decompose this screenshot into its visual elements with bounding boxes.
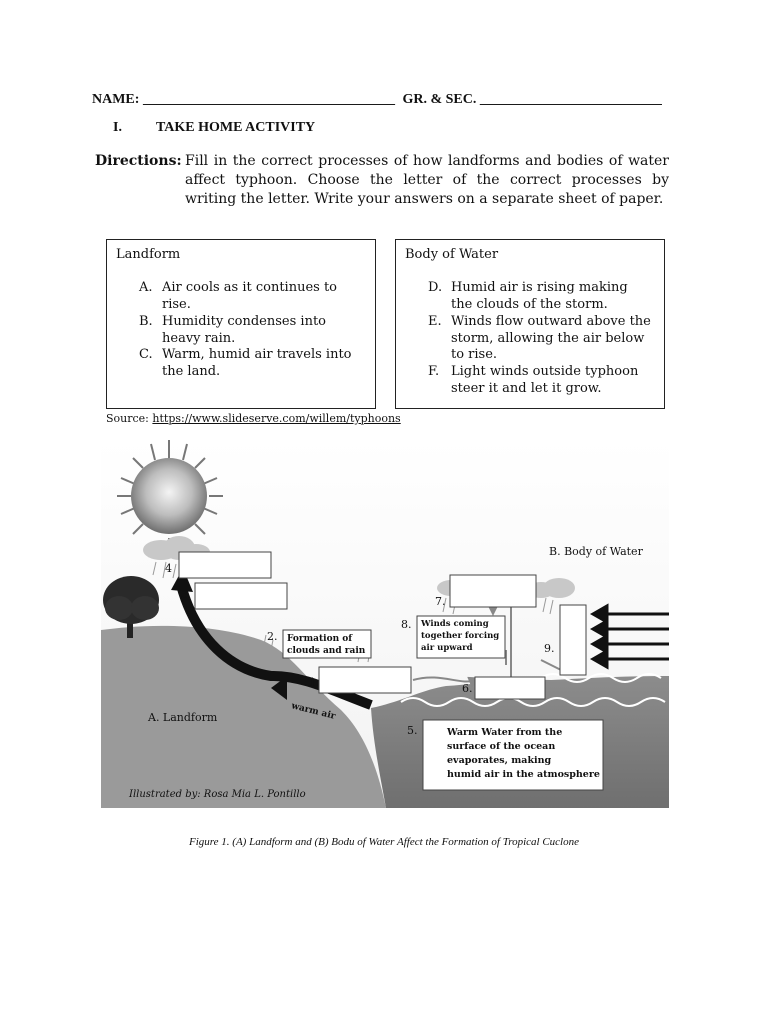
warm-water-text-2: surface of the ocean — [447, 741, 555, 752]
step-number-6: 6. — [462, 682, 473, 695]
activity-heading: I. TAKE HOME ACTIVITY — [113, 120, 315, 136]
name-blank: ____________________________________ — [143, 92, 395, 107]
figure-caption: Figure 1. (A) Landform and (B) Bodu of W… — [0, 836, 768, 848]
landform-box: Landform A. Air cools as it continues to… — [106, 239, 376, 409]
step-number-9: 9. — [544, 642, 555, 655]
warm-water-text-1: Warm Water from the — [446, 727, 562, 738]
answer-box-6 — [475, 677, 545, 699]
landform-box-heading: Landform — [116, 247, 180, 262]
answer-box-1 — [319, 667, 411, 693]
formation-text-2: clouds and rain — [287, 646, 366, 656]
grade-section-blank: __________________________ — [480, 92, 662, 107]
body-of-water-label: B. Body of Water — [549, 545, 644, 558]
winds-text-3: air upward — [421, 643, 473, 653]
directions-text: Fill in the correct processes of how lan… — [185, 152, 669, 209]
activity-number: I. — [113, 120, 122, 135]
answer-box-9 — [560, 605, 586, 675]
landform-label: A. Landform — [147, 711, 218, 724]
name-label: NAME: — [92, 92, 139, 107]
step-number-2: 2. — [267, 630, 278, 643]
warm-water-text-4: humid air in the atmosphere — [447, 769, 600, 780]
name-grade-line: NAME: __________________________________… — [92, 92, 662, 108]
answer-box-4 — [179, 552, 271, 578]
body-of-water-box: Body of Water D. Humid air is rising mak… — [395, 239, 665, 409]
typhoon-diagram: B. Body of Water A. Landform 1. 2. 3 4 5… — [101, 440, 669, 808]
formation-text-1: Formation of — [287, 634, 353, 644]
illustrator-credit: Illustrated by: Rosa Mia L. Pontillo — [128, 789, 306, 800]
winds-text-2: together forcing — [421, 631, 499, 641]
step-number-5: 5. — [407, 724, 418, 737]
answer-box-7 — [450, 575, 536, 607]
source-citation: Source: https://www.slideserve.com/wille… — [106, 412, 401, 425]
source-label: Source: — [106, 412, 149, 425]
grade-section-label: GR. & SEC. — [402, 92, 476, 107]
step-number-8: 8. — [401, 618, 412, 631]
step-number-1: 1. — [309, 676, 320, 689]
step-number-4: 4 — [165, 562, 172, 575]
step-number-3: 3 — [181, 588, 188, 601]
directions: Directions: Fill in the correct processe… — [95, 152, 675, 171]
step-number-7: 7. — [435, 595, 446, 608]
activity-title: TAKE HOME ACTIVITY — [156, 120, 315, 135]
source-link[interactable]: https://www.slideserve.com/willem/typhoo… — [152, 412, 400, 425]
answer-box-3 — [195, 583, 287, 609]
body-of-water-box-heading: Body of Water — [405, 247, 498, 262]
directions-label: Directions: — [95, 153, 182, 169]
warm-water-text-3: evaporates, making — [447, 755, 552, 766]
winds-text-1: Winds coming — [420, 619, 489, 629]
